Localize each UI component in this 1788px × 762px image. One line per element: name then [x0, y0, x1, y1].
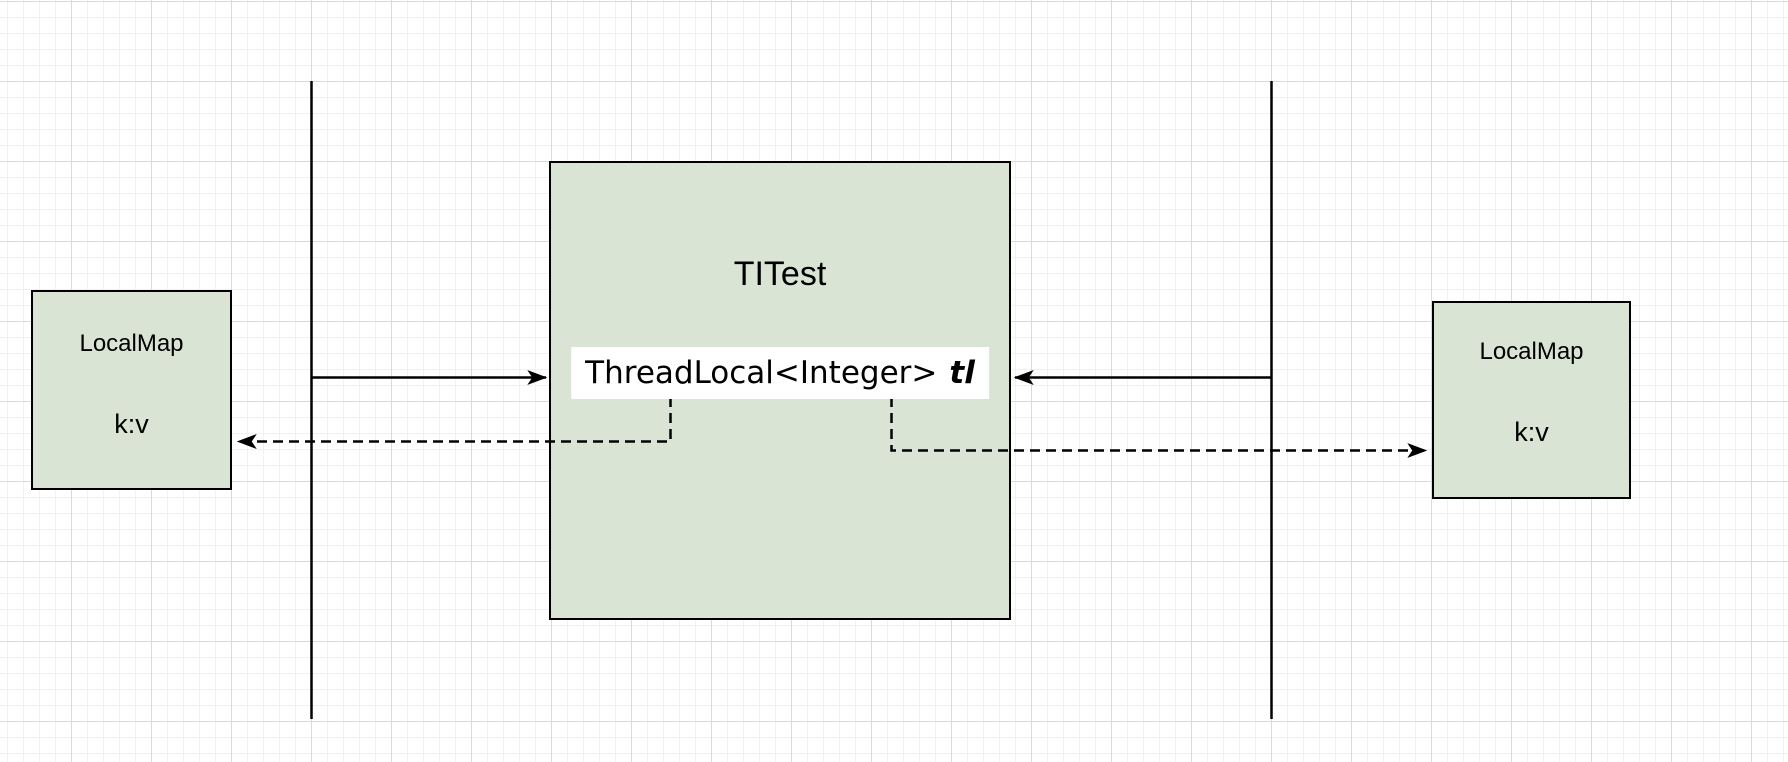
right-localmap-entry: k:v — [1514, 417, 1549, 447]
left-localmap-box[interactable]: LocalMap k:v — [31, 290, 232, 490]
left-localmap-entry: k:v — [114, 409, 149, 439]
dashed-arrow-to-right-localmap[interactable] — [890, 397, 1428, 458]
field-name-text: tl — [949, 355, 975, 391]
right-localmap-title: LocalMap — [1479, 338, 1584, 365]
field-type-text: ThreadLocal<Integer> — [585, 355, 938, 391]
titest-title: TITest — [733, 255, 827, 293]
left-localmap-title: LocalMap — [79, 330, 184, 357]
dashed-arrow-to-left-localmap[interactable] — [236, 397, 672, 449]
right-localmap-box[interactable]: LocalMap k:v — [1432, 301, 1631, 499]
titest-class-box[interactable]: TITest ThreadLocal<Integer> tl — [549, 161, 1011, 620]
threadlocal-field-label[interactable]: ThreadLocal<Integer> tl — [571, 347, 989, 399]
